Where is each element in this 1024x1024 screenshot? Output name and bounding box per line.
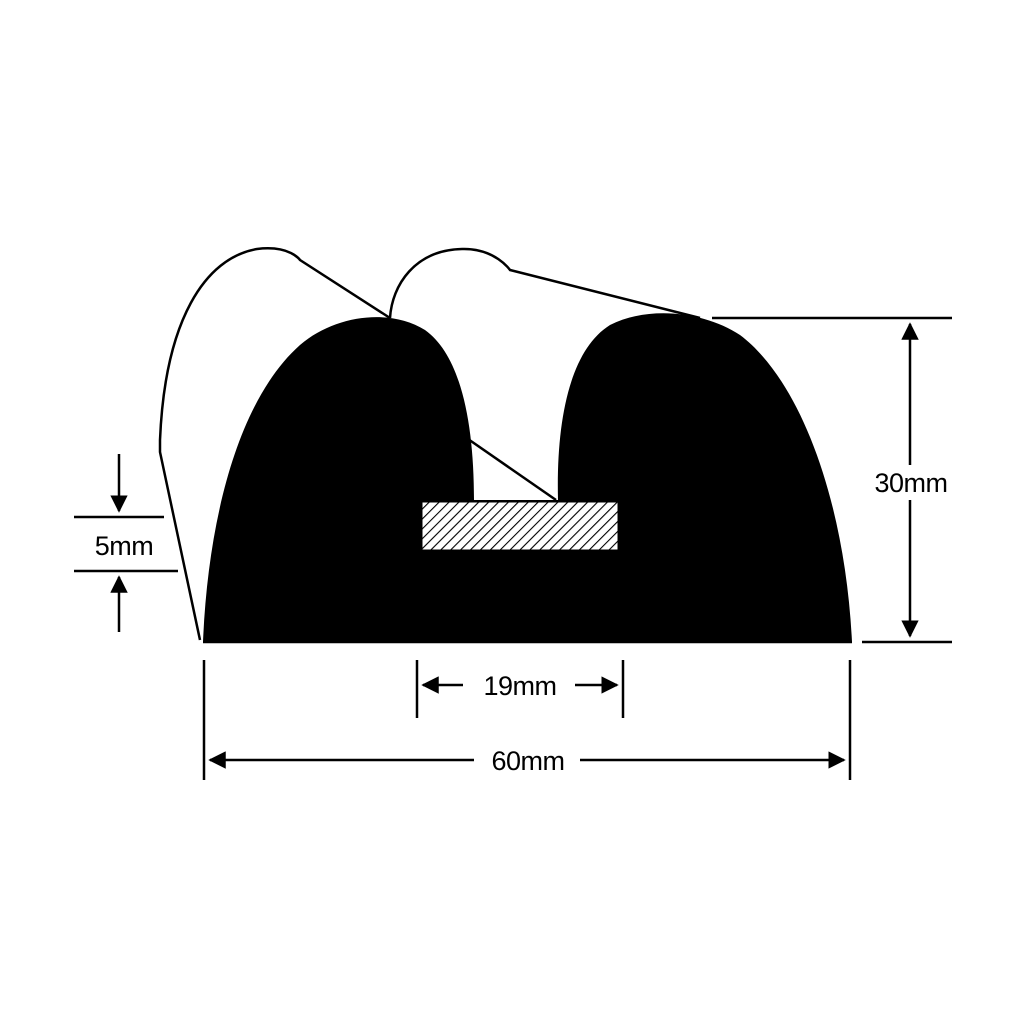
total-width-label: 60mm bbox=[491, 746, 564, 776]
height-dimension bbox=[712, 316, 952, 644]
slot-height-dimension bbox=[74, 454, 178, 632]
slot-width-label: 19mm bbox=[483, 671, 556, 701]
slot-width-dimension bbox=[415, 660, 625, 718]
height-label: 30mm bbox=[874, 468, 947, 498]
profile-back-outline bbox=[158, 247, 701, 641]
total-width-dimension bbox=[202, 660, 852, 780]
slot-height-label: 5mm bbox=[95, 531, 154, 561]
profile-cross-section bbox=[203, 313, 852, 642]
